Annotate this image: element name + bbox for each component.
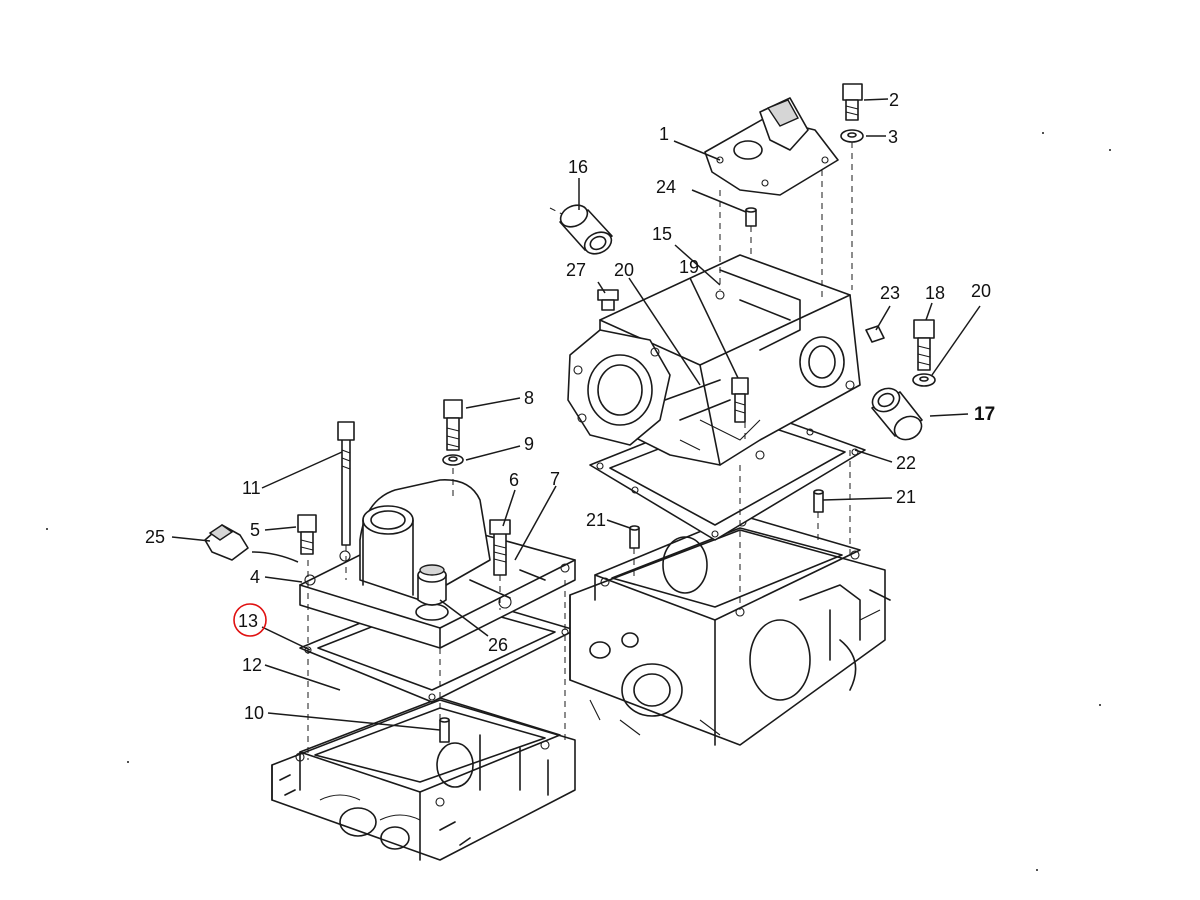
callout-21-right: 21: [896, 487, 916, 507]
callout-26: 26: [488, 635, 508, 655]
callout-10: 10: [244, 703, 264, 723]
plug-27: [597, 289, 619, 311]
cover-plate-1: [704, 97, 839, 196]
cover-4: [299, 479, 576, 649]
callout-25: 25: [145, 527, 165, 547]
washer-9: [442, 454, 464, 466]
callout-3: 3: [888, 127, 898, 147]
callout-2: 2: [889, 90, 899, 110]
callout-13: 13: [238, 611, 258, 631]
bolt-19: [731, 377, 749, 423]
scan-specks: [46, 132, 1111, 871]
callout-17: 17: [974, 404, 995, 425]
callout-9: 9: [524, 434, 534, 454]
dowel-pin-10: [439, 717, 450, 743]
leader-lines: [171, 98, 981, 731]
bolt-2: [842, 83, 863, 121]
callout-8: 8: [524, 388, 534, 408]
bushing-17: [871, 387, 923, 441]
callout-21-left: 21: [586, 510, 606, 530]
callout-27: 27: [566, 260, 586, 280]
callout-22: 22: [896, 453, 916, 473]
plug-23: [865, 325, 885, 343]
highlight-ring-13: [233, 603, 267, 637]
callout-15: 15: [652, 224, 672, 244]
bolt-8: [443, 399, 463, 451]
washer-3: [840, 129, 864, 143]
washer-20-right: [912, 373, 936, 387]
callout-6: 6: [509, 470, 519, 490]
callout-19: 19: [679, 257, 699, 277]
callout-23: 23: [880, 283, 900, 303]
callout-12: 12: [242, 655, 262, 675]
lower-left-housing: [271, 697, 576, 861]
pin-24: [745, 207, 757, 227]
callout-18: 18: [925, 283, 945, 303]
callout-20-left: 20: [614, 260, 634, 280]
callout-4: 4: [250, 567, 260, 587]
bolt-5: [297, 514, 317, 555]
bushing-16: [549, 204, 613, 255]
bolt-18: [913, 319, 935, 371]
callout-16: 16: [568, 157, 588, 177]
callout-24: 24: [656, 177, 676, 197]
lower-right-housing: [569, 514, 891, 746]
callout-1: 1: [659, 124, 669, 144]
assembly-lines-right: [633, 142, 853, 610]
callout-20-right: 20: [971, 281, 991, 301]
long-stud-11: [337, 421, 355, 546]
callout-11: 11: [242, 478, 261, 498]
assembly-lines-left: [307, 468, 566, 760]
callout-7: 7: [550, 469, 560, 489]
callout-5: 5: [250, 520, 260, 540]
clip-25: [204, 524, 299, 563]
bolt-6: [489, 519, 511, 576]
